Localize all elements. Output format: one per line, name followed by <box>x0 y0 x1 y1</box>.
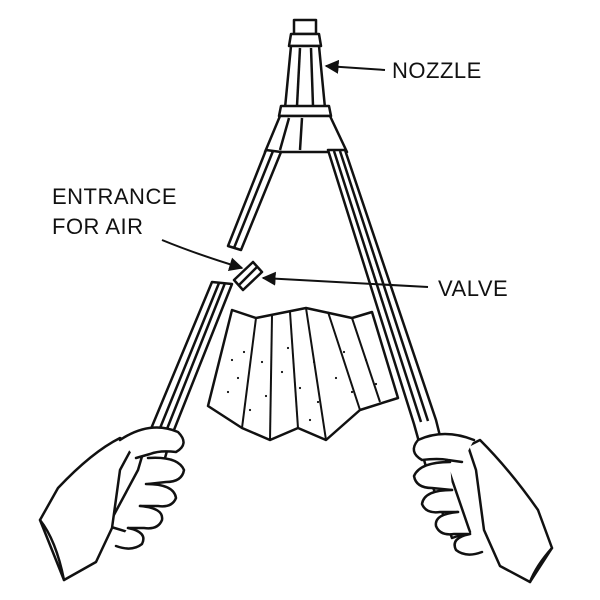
bellows-pleats <box>206 306 400 442</box>
entrance-leader <box>161 239 244 272</box>
left-hand <box>38 426 186 582</box>
right-hand <box>412 432 554 584</box>
entrance-label-line2: FOR AIR <box>52 214 144 239</box>
nozzle-label: NOZZLE <box>392 58 482 83</box>
valve-leader <box>261 271 429 288</box>
left-board-upper <box>226 148 283 252</box>
entrance-label-line1: ENTRANCE <box>52 184 177 209</box>
nozzle-leader <box>324 59 386 74</box>
valve-label: VALVE <box>438 276 508 301</box>
nozzle <box>263 18 349 154</box>
leader-lines <box>161 59 429 288</box>
